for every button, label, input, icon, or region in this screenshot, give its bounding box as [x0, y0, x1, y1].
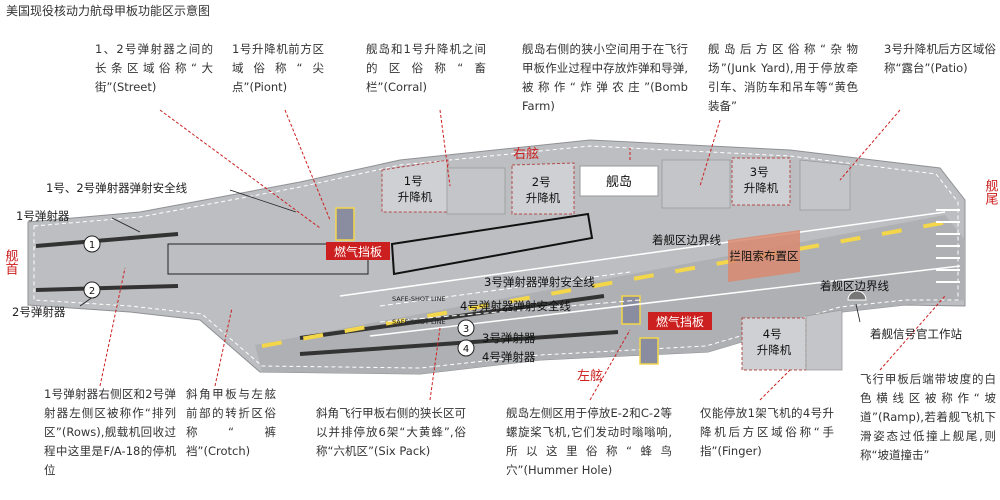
catapult-1-number: 1 [89, 240, 95, 251]
catapult-4-marker [457, 339, 475, 357]
catapult-2-track [35, 284, 179, 292]
arresting-gear-area [728, 230, 800, 282]
corral-block [446, 167, 506, 215]
elevator-3-label: 3号 升降机 [744, 165, 779, 195]
elevator-1-line-1: 1号 [404, 174, 423, 188]
catapult-1-track [35, 232, 179, 248]
catapult-3-marker [457, 319, 475, 337]
elevator-2 [511, 162, 575, 215]
cat4-line-label: 4号弹射器弹射安全线 [460, 299, 571, 313]
note-hummer-hole: 舰岛左侧区用于停放E-2和C-2等螺旋桨飞机,它们发动时嗡嗡响,所以这里俗称“蜂… [506, 406, 672, 477]
elevator-4-label: 4号 升降机 [757, 327, 792, 357]
safe-shot-line-2: SAFE-SHOT LINE [392, 318, 446, 326]
elevator-1-line-2: 升降机 [398, 190, 433, 204]
elevator-2-label: 2号 升降机 [526, 175, 561, 205]
patio-block [799, 159, 851, 211]
note-crotch: 斜角甲板与左舷前部的转折区俗称“裤裆”(Crotch) [186, 387, 276, 458]
arrest-area-label: 拦阻索布置区 [730, 249, 799, 263]
catapult-3-number: 3 [463, 324, 469, 335]
catapult-1-marker [83, 235, 101, 253]
elevator-3-line-2: 升降机 [744, 181, 779, 195]
safe-shot-line-1: SAFE-SHOT LINE [392, 295, 446, 303]
elevator-1 [381, 159, 449, 213]
elevator-4-line-1: 4号 [763, 327, 782, 341]
note-street: 1、2号弹射器之间的长条区域俗称“大街”(Street) [95, 42, 213, 94]
catapult-4-number: 4 [463, 344, 469, 355]
catapult-2-number: 2 [89, 286, 95, 297]
note-finger: 仅能停放1架飞机的4号升降机后方区域俗称“手指”(Finger) [700, 406, 834, 458]
elevator-3 [731, 157, 791, 206]
junk-yard-block [661, 159, 731, 209]
note-bomb-farm: 舰岛右侧的狭小空间用于在飞行甲板作业过程中存放炸弹和导弹,被称作“炸弹农庄”(B… [522, 42, 688, 113]
page-title: 美国现役核动力航母甲板功能区示意图 [6, 4, 211, 18]
port-label: 左舷 [577, 368, 603, 384]
landing-edge-label-2: 着舰区边界线 [820, 279, 889, 293]
note-point: 1号升降机前方区域俗称“尖点”(Piont) [232, 42, 324, 94]
ramp-lines [936, 209, 960, 283]
note-rows: 1号弹射器右侧区和2号弹射器左侧区被称作“排列区”(Rows),舰载机回收过程中… [44, 387, 176, 477]
catapult-4-track [299, 330, 619, 356]
landing-edge-dash-1 [379, 271, 631, 307]
jbd-label-1: 燃气挡板 [334, 244, 382, 259]
parking-block-3 [639, 337, 659, 365]
elevator-2-line-2: 升降机 [526, 191, 561, 205]
cat2-label: 2号弹射器 [12, 305, 66, 319]
note-six-pack: 斜角飞行甲板右侧的狭长区可以并排停放6架“大黄蜂”,俗称“六机区”(Six Pa… [316, 406, 466, 458]
leader-lines [99, 109, 946, 401]
yellow-safety-line [261, 220, 949, 348]
catapult-2-marker [83, 281, 101, 299]
starboard-label: 右舷 [513, 146, 539, 162]
landing-edge-dash-2 [379, 299, 641, 323]
landing-edge-top [339, 211, 946, 297]
parking-block-2 [621, 295, 641, 325]
cat3-label: 3号弹射器 [482, 331, 536, 345]
finger-block [805, 309, 843, 371]
stern-label: 舰尾 [983, 179, 999, 206]
parking-block-1 [335, 207, 355, 241]
note-corral: 舰岛和1号升降机之间的区俗称“畜栏”(Corral) [366, 42, 486, 94]
note-junk-yard: 舰岛后方区俗称“杂物场”(Junk Yard),用于停放牵引车、消防车和吊车等“… [708, 42, 858, 113]
elevator-2-line-1: 2号 [532, 175, 551, 189]
elevator-1-label: 1号 升降机 [398, 174, 433, 204]
note-patio: 3号升降机后方区域俗称“露台”(Patio) [884, 42, 996, 75]
note-ramp: 飞行甲板后端带坡度的白色横线区被称作“坡道”(Ramp),若着舰飞机下滑姿态过低… [860, 372, 996, 462]
corral-area [390, 212, 594, 276]
lso-station [847, 290, 867, 301]
cat1-label: 1号弹射器 [16, 209, 70, 223]
cat12-line-label: 1号、2号弹射器弹射安全线 [46, 181, 188, 195]
jbd-badge-2 [648, 312, 712, 330]
cat3-line-label: 3号弹射器弹射安全线 [484, 275, 595, 289]
elevator-3-line-1: 3号 [750, 165, 769, 179]
jbd-badge-1 [326, 242, 390, 260]
jbd-label-2: 燃气挡板 [656, 314, 704, 329]
elevator-4-line-2: 升降机 [757, 343, 792, 357]
island-label: 舰岛 [606, 174, 632, 190]
cat4-label: 4号弹射器 [482, 350, 536, 364]
bow-label: 舰首 [3, 249, 19, 275]
island [579, 165, 659, 197]
lso-label: 着舰信号官工作站 [870, 327, 962, 341]
landing-edge-label-1: 着舰区边界线 [652, 233, 721, 247]
